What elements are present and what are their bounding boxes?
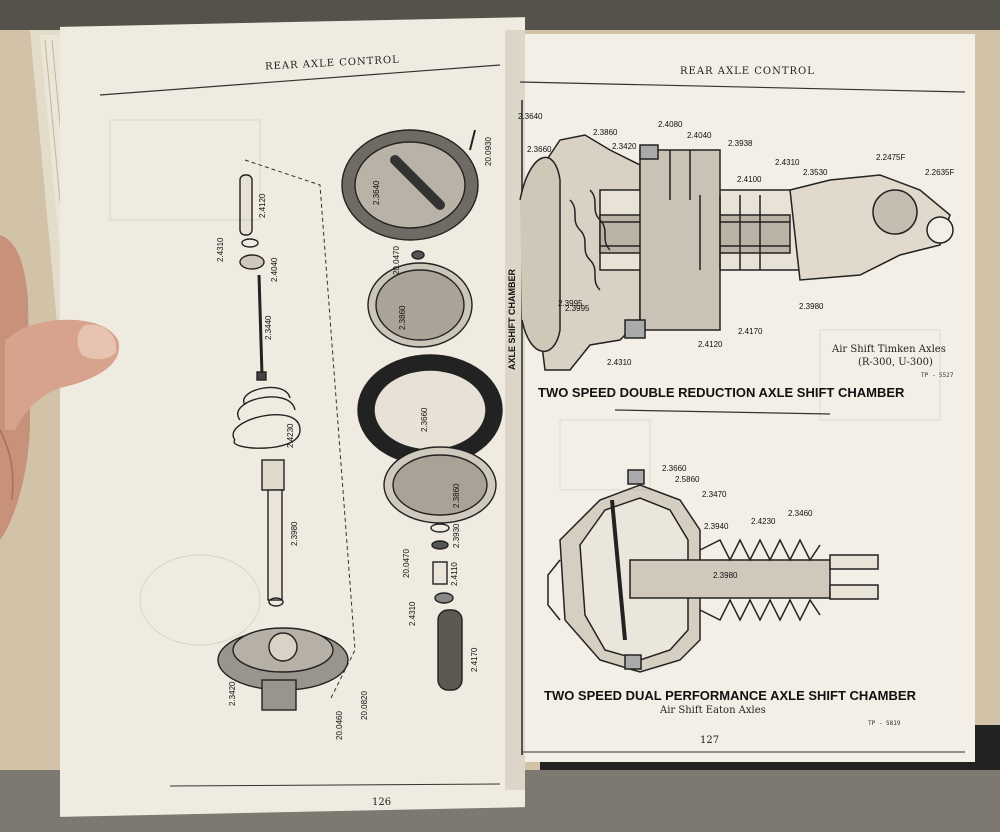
bottom-part-label: 2.3460 <box>788 509 813 518</box>
left-part-label: 2.3640 <box>372 180 381 205</box>
top-part-label: 2.3938 <box>728 139 753 148</box>
left-part-label: 2.3420 <box>228 681 237 706</box>
left-part-label: 2.3440 <box>264 315 273 340</box>
top-part-label: 2.3530 <box>803 168 828 177</box>
left-part-label: 20.0460 <box>335 711 344 740</box>
bottom-shift-chamber-drawing <box>547 469 879 673</box>
left-part-label: 2.4110 <box>450 562 459 586</box>
left-part-label: 20.0820 <box>360 691 369 720</box>
left-part-label: 2.4310 <box>408 601 417 626</box>
left-page-number: 126 <box>372 797 392 808</box>
top-figure-caption: TWO SPEED DOUBLE REDUCTION AXLE SHIFT CH… <box>538 385 905 400</box>
top-part-label: 2.4100 <box>737 175 762 184</box>
left-part-label: 20.0470 <box>392 246 401 275</box>
left-part-label: 2.4170 <box>470 647 479 672</box>
bottom-part-label: 2.3660 <box>662 464 687 473</box>
hand-thumb <box>0 235 120 540</box>
top-part-label: 2.4040 <box>687 131 712 140</box>
bottom-part-label: 2.4230 <box>751 517 776 526</box>
bottom-part-label: 2.3940 <box>704 522 729 531</box>
left-exploded-parts <box>217 174 349 711</box>
top-part-label: 2.4310 <box>607 358 632 367</box>
right-page-number: 127 <box>700 735 720 746</box>
top-part-label: 2.4080 <box>658 120 683 129</box>
top-part-label: 2.3660 <box>527 145 552 154</box>
top-part-label: 2.3995 <box>558 299 583 308</box>
left-diaphragm-discs <box>341 129 503 691</box>
left-part-label: 2.3660 <box>420 407 429 432</box>
left-part-label: 2.3860 <box>452 483 461 508</box>
bottom-part-label: 2.5860 <box>675 475 700 484</box>
top-part-label: 2.2635F <box>925 168 955 177</box>
top-figure-code: TP - 5527 <box>921 372 954 379</box>
left-part-label: 20.0470 <box>402 549 411 578</box>
left-part-label: 2.4230 <box>286 423 295 448</box>
top-part-label: 2.2475F <box>876 153 906 162</box>
top-figure-subtitle-2: (R-300, U-300) <box>858 357 933 368</box>
bottom-part-label: 2.3980 <box>713 571 738 580</box>
top-part-label: 2.4170 <box>738 327 763 336</box>
top-figure-subtitle-1: Air Shift Timken Axles <box>832 344 946 355</box>
left-part-label: 2.4040 <box>270 257 279 282</box>
bottom-part-label: 2.3470 <box>702 490 727 499</box>
bottom-figure-caption: TWO SPEED DUAL PERFORMANCE AXLE SHIFT CH… <box>544 688 916 703</box>
top-part-label: 2.3420 <box>612 142 637 151</box>
left-part-label: 2.4310 <box>216 237 225 262</box>
left-part-label: 2.3980 <box>290 521 299 546</box>
bottom-figure-code: TP - 5819 <box>868 720 901 727</box>
left-part-label: 20.0930 <box>484 137 493 166</box>
top-part-label: 2.4120 <box>698 340 723 349</box>
top-shift-chamber-drawing <box>519 134 954 371</box>
top-part-label: 2.3980 <box>799 302 824 311</box>
top-part-label: 2.3860 <box>593 128 618 137</box>
top-part-label: 2.3995 <box>565 304 590 313</box>
right-page-header: REAR AXLE CONTROL <box>680 66 815 77</box>
bottom-figure-subtitle: Air Shift Eaton Axles <box>660 705 766 716</box>
top-figure-side-label: AXLE SHIFT CHAMBER <box>507 269 517 370</box>
top-part-label: 2.4310 <box>775 158 800 167</box>
left-part-label: 2.3930 <box>452 523 461 548</box>
left-part-label: 2.3860 <box>398 305 407 330</box>
top-part-label: 2.3640 <box>518 112 543 121</box>
left-part-label: 2.4120 <box>258 193 267 218</box>
bleed-through <box>109 119 941 646</box>
